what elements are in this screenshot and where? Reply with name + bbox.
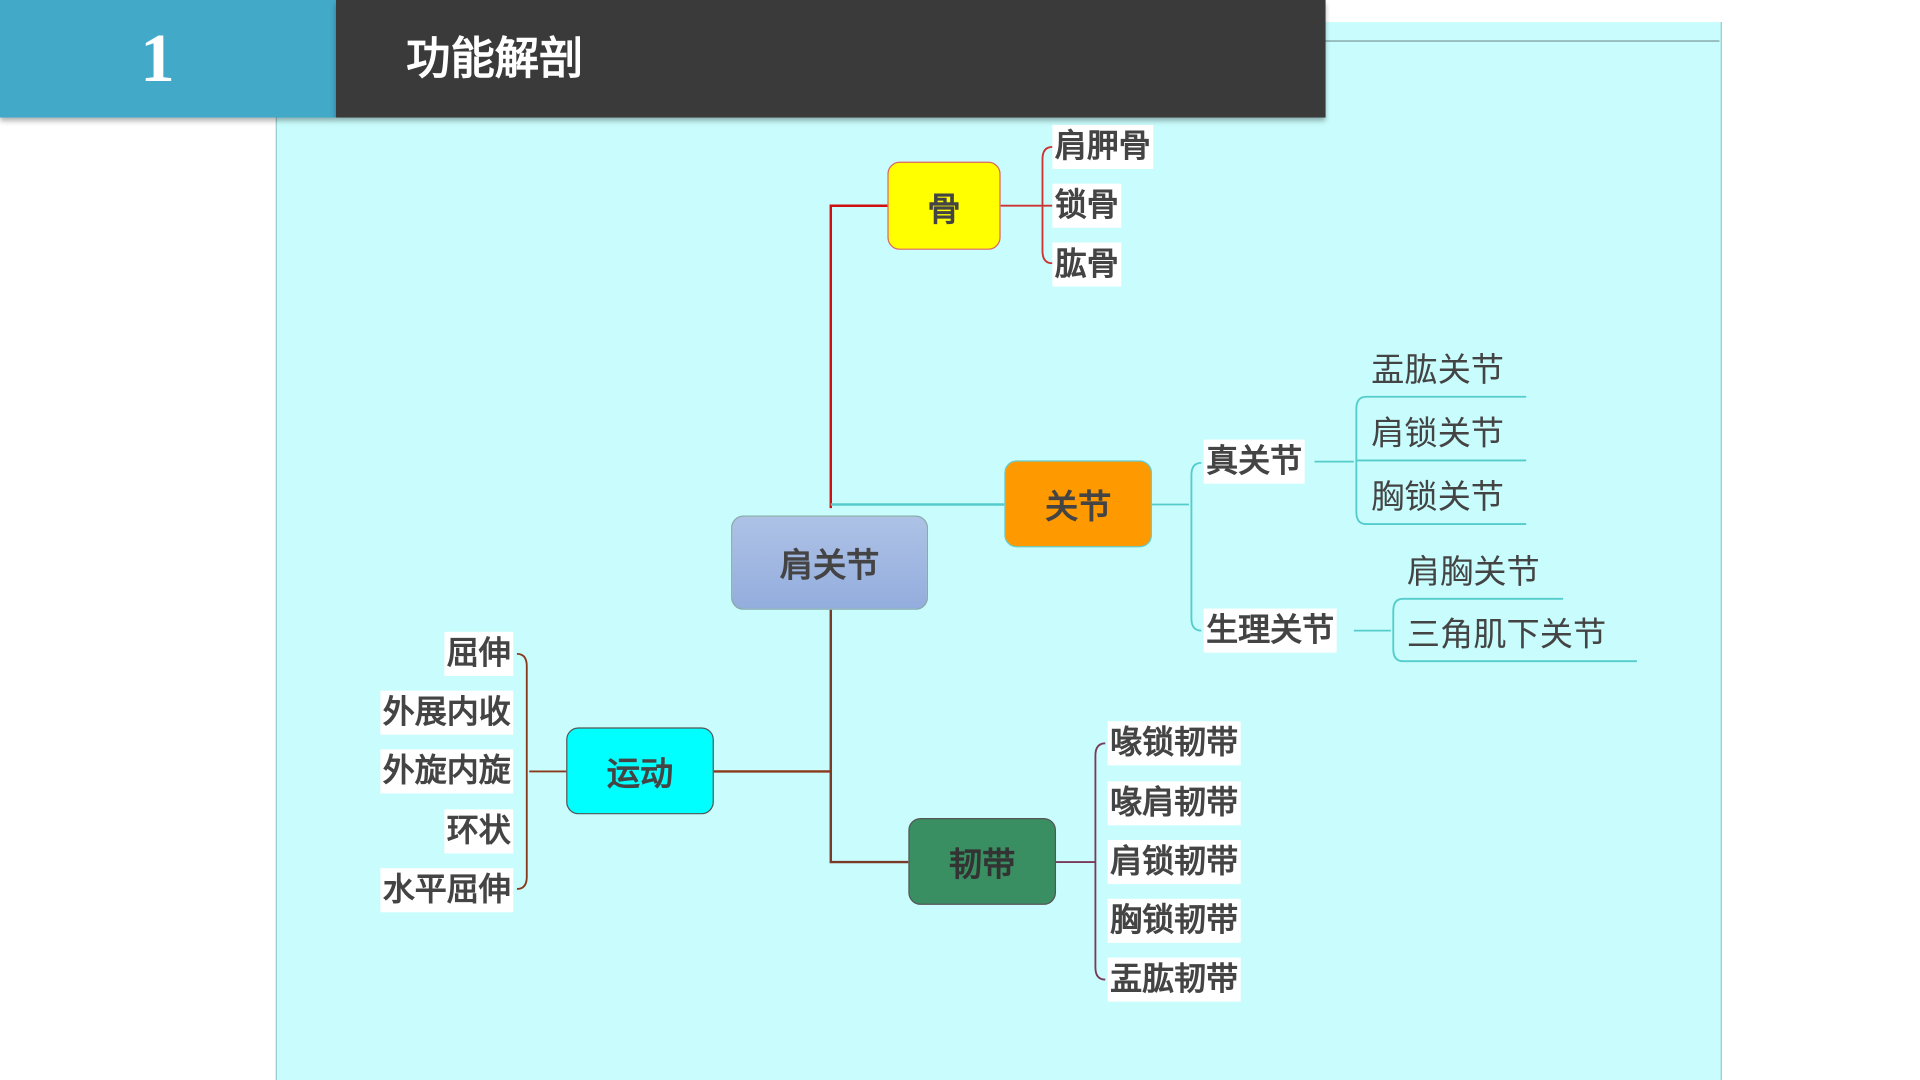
joint-node-label: 关节	[1044, 488, 1112, 527]
ligament-node[interactable]: 韧带	[908, 817, 1057, 905]
ligament-leaf[interactable]: 喙肩韧带	[1107, 781, 1241, 826]
bone-leaf[interactable]: 锁骨	[1052, 183, 1122, 228]
motion-leaf[interactable]: 屈伸	[444, 631, 514, 676]
true-joint-node[interactable]: 真关节	[1203, 439, 1305, 484]
physio-joint-node[interactable]: 生理关节	[1203, 608, 1337, 653]
section-number-box	[0, 0, 337, 118]
center-node[interactable]: 肩关节	[731, 515, 929, 610]
motion-leaf[interactable]: 环状	[444, 809, 514, 854]
true-joint-leaf[interactable]: 肩锁关节	[1371, 415, 1505, 454]
motion-leaf[interactable]: 外旋内旋	[380, 749, 514, 794]
motion-node-label: 运动	[606, 755, 674, 794]
divider	[1325, 40, 1720, 42]
motion-leaf[interactable]: 水平屈伸	[380, 868, 514, 913]
section-number: 1	[140, 20, 175, 97]
center-node-label: 肩关节	[779, 547, 880, 586]
ligament-leaf[interactable]: 盂肱韧带	[1107, 957, 1241, 1002]
physio-joint-leaf[interactable]: 肩胸关节	[1406, 553, 1540, 592]
true-joint-leaf[interactable]: 盂肱关节	[1371, 351, 1505, 390]
bone-node[interactable]: 骨	[887, 161, 1001, 250]
motion-leaf[interactable]: 外展内收	[380, 690, 514, 735]
title-bar	[336, 0, 1326, 118]
bone-leaf[interactable]: 肩胛骨	[1052, 124, 1154, 169]
ligament-leaf[interactable]: 胸锁韧带	[1107, 898, 1241, 943]
ligament-leaf[interactable]: 肩锁韧带	[1107, 840, 1241, 885]
ligament-leaf[interactable]: 喙锁韧带	[1107, 721, 1241, 766]
bone-node-label: 骨	[927, 190, 961, 229]
physio-joint-leaf[interactable]: 三角肌下关节	[1406, 615, 1607, 654]
joint-node[interactable]: 关节	[1004, 460, 1153, 548]
bone-leaf[interactable]: 肱骨	[1052, 242, 1122, 287]
motion-node[interactable]: 运动	[566, 727, 714, 815]
page-title: 功能解剖	[406, 34, 584, 85]
true-joint-leaf[interactable]: 胸锁关节	[1371, 478, 1505, 517]
ligament-node-label: 韧带	[948, 846, 1016, 885]
